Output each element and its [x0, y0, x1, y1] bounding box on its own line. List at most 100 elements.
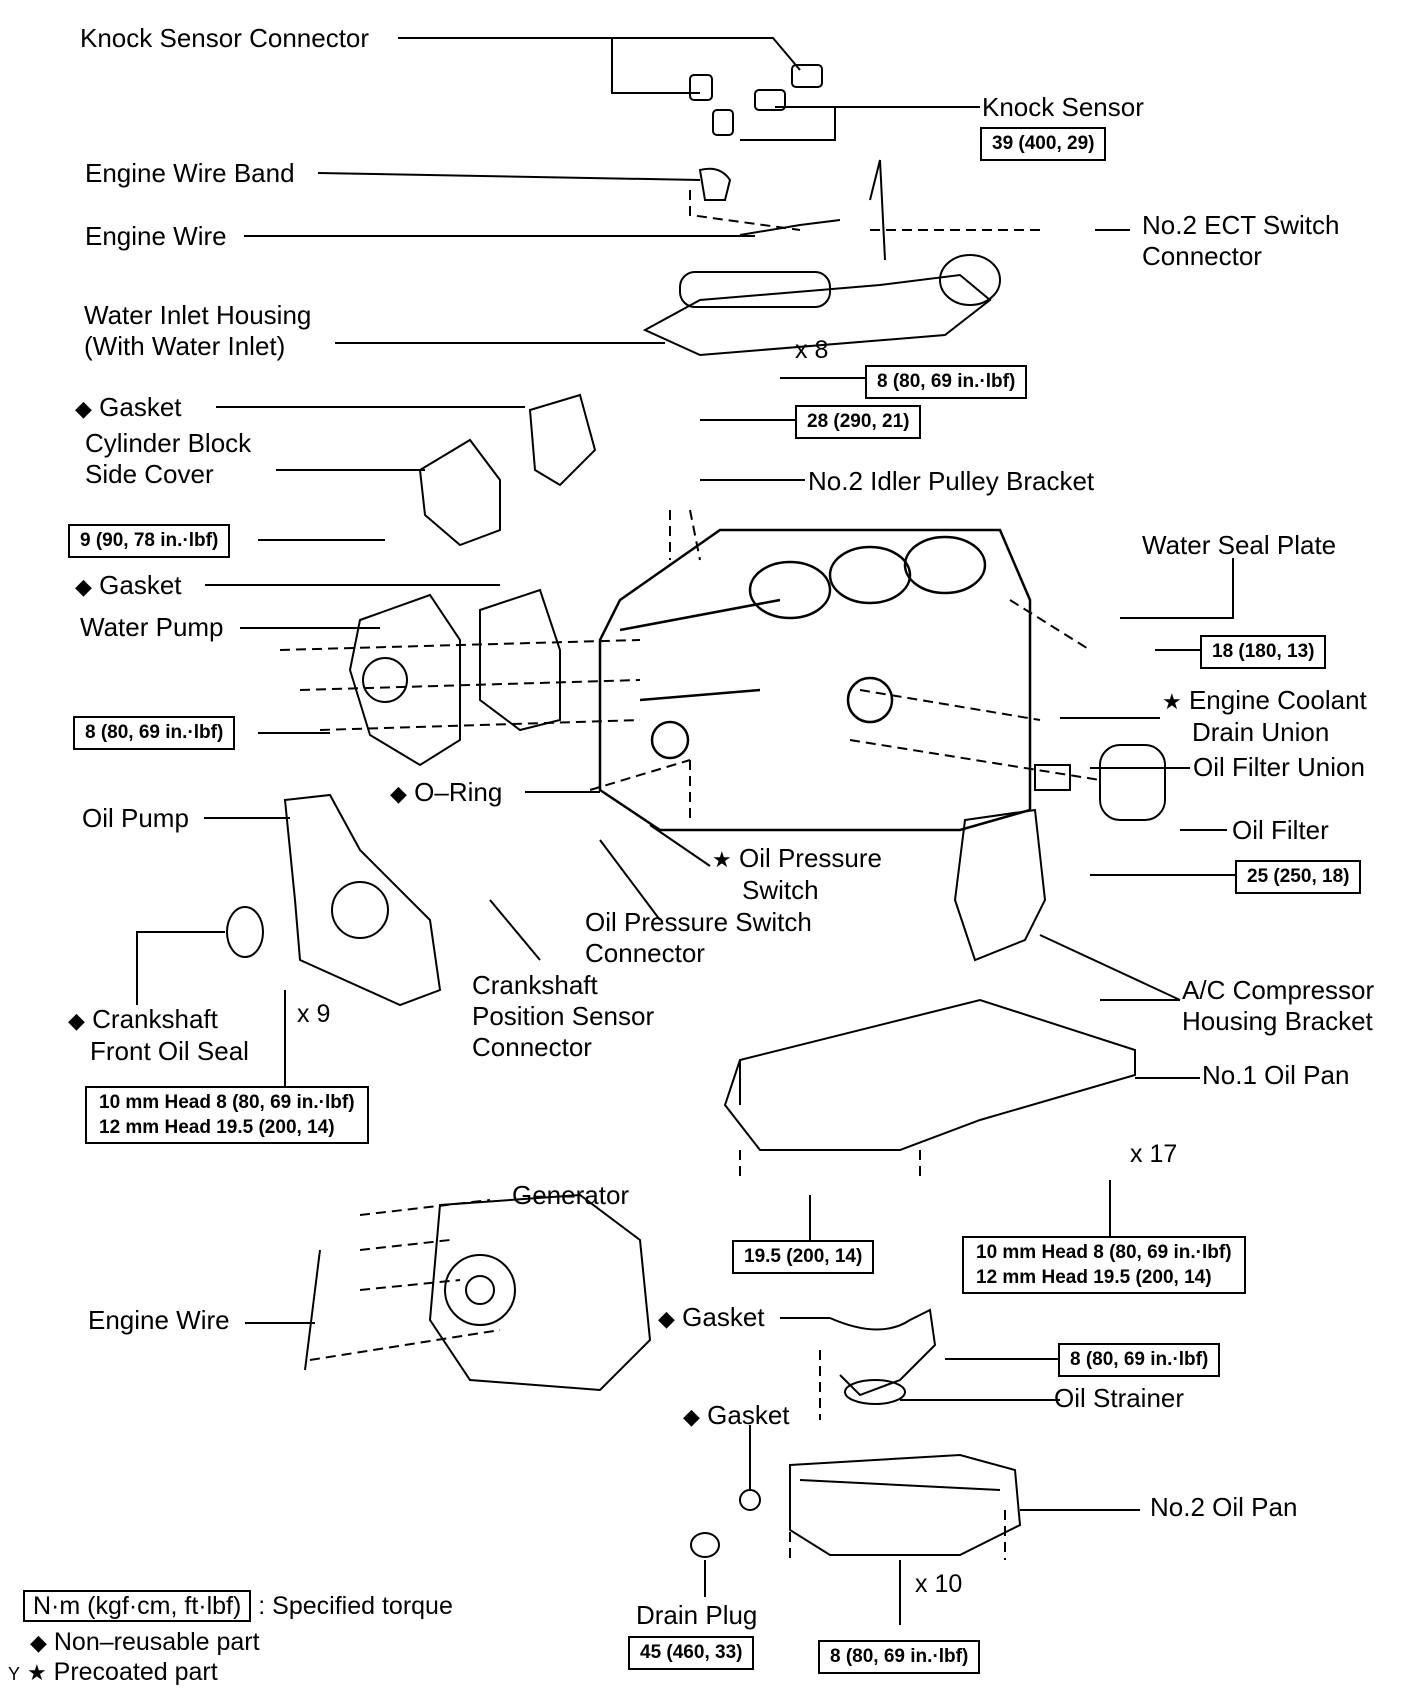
label-cylinder-block-side-cover: Cylinder Block Side Cover — [85, 428, 251, 490]
torque-strainer: 8 (80, 69 in.·lbf) — [1058, 1343, 1221, 1377]
knock-sensor-part — [689, 64, 823, 136]
ops-line-2: Switch — [742, 875, 819, 905]
label-water-inlet-housing: Water Inlet Housing (With Water Inlet) — [84, 300, 311, 362]
label-gasket-drain: ◆ Gasket — [683, 1400, 790, 1432]
cfos-line-2: Front Oil Seal — [90, 1036, 249, 1066]
label-gasket-side-cover: ◆ Gasket — [75, 392, 182, 424]
oil-pan-torque-2: 12 mm Head 19.5 (200, 14) — [976, 1267, 1212, 1288]
side-cover-part — [418, 393, 597, 547]
legend-precoated-text: Precoated part — [53, 1658, 218, 1686]
label-o-ring: ◆ O–Ring — [390, 777, 502, 809]
ac-line-1: A/C Compressor — [1182, 975, 1375, 1005]
water-pump-part — [348, 588, 561, 767]
torque-no2-oil-pan: 8 (80, 69 in.·lbf) — [818, 1640, 981, 1674]
engine-block — [598, 528, 1032, 832]
coolant-line-1: ★ Engine Coolant — [1162, 685, 1367, 717]
legend-margin-mark: Y — [8, 1664, 21, 1684]
legend-torque-desc: : Specified torque — [258, 1592, 453, 1620]
label-knock-sensor: Knock Sensor — [982, 92, 1144, 122]
non-reusable-symbol: ◆ — [683, 1404, 700, 1429]
label-knock-sensor-connector: Knock Sensor Connector — [80, 23, 370, 53]
label-no1-oil-pan: No.1 Oil Pan — [1202, 1060, 1350, 1090]
cps-line-1: Crankshaft — [472, 970, 598, 1000]
mult-water-inlet: x 8 — [795, 336, 829, 364]
cfos-line-1: ◆ Crankshaft — [68, 1004, 249, 1036]
label-water-pump: Water Pump — [80, 612, 224, 642]
strainer-part — [829, 1308, 937, 1405]
generator-part — [428, 1193, 652, 1392]
non-reusable-symbol: ◆ — [658, 1306, 675, 1331]
side-cover-line-2: Side Cover — [85, 459, 214, 489]
non-reusable-symbol: ◆ — [390, 781, 407, 806]
cps-line-2: Position Sensor — [472, 1001, 655, 1031]
torque-water-pump: 8 (80, 69 in.·lbf) — [73, 716, 236, 750]
legend-non-reusable: ◆ Non–reusable part — [30, 1628, 260, 1657]
label-ect-switch-connector: No.2 ECT Switch Connector — [1142, 210, 1339, 272]
ect-line-1: No.2 ECT Switch — [1142, 210, 1340, 240]
label-engine-wire-top: Engine Wire — [85, 221, 227, 251]
label-oil-filter-union: Oil Filter Union — [1193, 752, 1365, 782]
torque-water-inlet: 8 (80, 69 in.·lbf) — [865, 365, 1028, 399]
label-no2-oil-pan: No.2 Oil Pan — [1150, 1492, 1298, 1522]
label-oil-pressure-switch-connector: Oil Pressure Switch Connector — [585, 907, 812, 969]
gasket-text: Gasket — [707, 1400, 790, 1430]
non-reusable-symbol: ◆ — [75, 396, 92, 421]
label-drain-plug: Drain Plug — [636, 1600, 758, 1630]
non-reusable-symbol: ◆ — [30, 1630, 47, 1655]
ac-line-2: Housing Bracket — [1182, 1006, 1373, 1036]
label-engine-wire-bottom: Engine Wire — [88, 1305, 230, 1335]
ops-text-1: Oil Pressure — [738, 843, 883, 873]
water-inlet-housing-part — [642, 159, 1001, 357]
non-reusable-symbol: ◆ — [75, 574, 92, 599]
engine-wire-bottom-part — [304, 1249, 321, 1371]
legend-torque-units: N·m (kgf·cm, ft·lbf) — [23, 1590, 252, 1622]
water-inlet-line-2: (With Water Inlet) — [84, 331, 286, 361]
precoated-symbol: ★ — [1162, 689, 1182, 714]
label-gasket-water-pump: ◆ Gasket — [75, 570, 182, 602]
label-coolant-drain-union: ★ Engine Coolant Drain Union — [1162, 685, 1367, 748]
mult-oil-pan: x 17 — [1130, 1140, 1178, 1168]
cfos-text-1: Crankshaft — [92, 1004, 218, 1034]
torque-oil-pan-nut: 19.5 (200, 14) — [732, 1240, 875, 1274]
cps-line-3: Connector — [472, 1032, 592, 1062]
label-crankshaft-position-sensor-connector: Crankshaft Position Sensor Connector — [472, 970, 654, 1063]
label-oil-pressure-switch: ★ Oil Pressure Switch — [712, 843, 882, 906]
gasket-text: Gasket — [99, 570, 182, 600]
legend-non-reusable-text: Non–reusable part — [53, 1628, 260, 1656]
oil-pan-part — [723, 998, 1136, 1151]
torque-oil-pan-bolt: 10 mm Head 8 (80, 69 in.·lbf) 12 mm Head… — [962, 1236, 1246, 1294]
label-oil-strainer: Oil Strainer — [1054, 1383, 1185, 1413]
gasket-text: Gasket — [682, 1302, 765, 1332]
oil-pump-torque-2: 12 mm Head 19.5 (200, 14) — [99, 1117, 335, 1138]
opsc-line-2: Connector — [585, 938, 705, 968]
torque-knock-sensor: 39 (400, 29) — [980, 127, 1107, 161]
o-ring-text: O–Ring — [414, 777, 503, 807]
label-water-seal-plate: Water Seal Plate — [1142, 530, 1337, 560]
non-reusable-symbol: ◆ — [68, 1008, 85, 1033]
label-generator: Generator — [512, 1180, 630, 1210]
ac-bracket-part — [953, 808, 1047, 962]
label-gasket-strainer: ◆ Gasket — [658, 1302, 765, 1334]
mult-oil-pump: x 9 — [297, 1000, 331, 1028]
drain-plug-part — [690, 1489, 761, 1558]
coolant-line-2: Drain Union — [1192, 717, 1330, 747]
torque-oil-filter: 25 (250, 18) — [1235, 860, 1362, 894]
no2-oil-pan-part — [789, 1453, 1022, 1556]
engine-wire-band-part — [698, 167, 841, 236]
leader-lines — [136, 37, 1235, 1625]
legend-torque: N·m (kgf·cm, ft·lbf) : Specified torque — [23, 1590, 453, 1622]
precoated-symbol: ★ — [26, 1660, 47, 1685]
torque-idler-bracket: 28 (290, 21) — [795, 405, 922, 439]
torque-water-seal-plate: 18 (180, 13) — [1200, 635, 1327, 669]
ect-line-2: Connector — [1142, 241, 1262, 271]
torque-drain-plug: 45 (460, 33) — [628, 1636, 755, 1670]
ops-line-1: ★ Oil Pressure — [712, 843, 882, 875]
side-cover-line-1: Cylinder Block — [85, 428, 252, 458]
label-idler-pulley-bracket: No.2 Idler Pulley Bracket — [808, 466, 1095, 496]
oil-pump-torque-1: 10 mm Head 8 (80, 69 in.·lbf) — [99, 1092, 355, 1113]
opsc-line-1: Oil Pressure Switch — [585, 907, 812, 937]
mult-no2-oil-pan: x 10 — [915, 1570, 963, 1598]
label-engine-wire-band: Engine Wire Band — [85, 158, 295, 188]
label-oil-filter: Oil Filter — [1232, 815, 1329, 845]
